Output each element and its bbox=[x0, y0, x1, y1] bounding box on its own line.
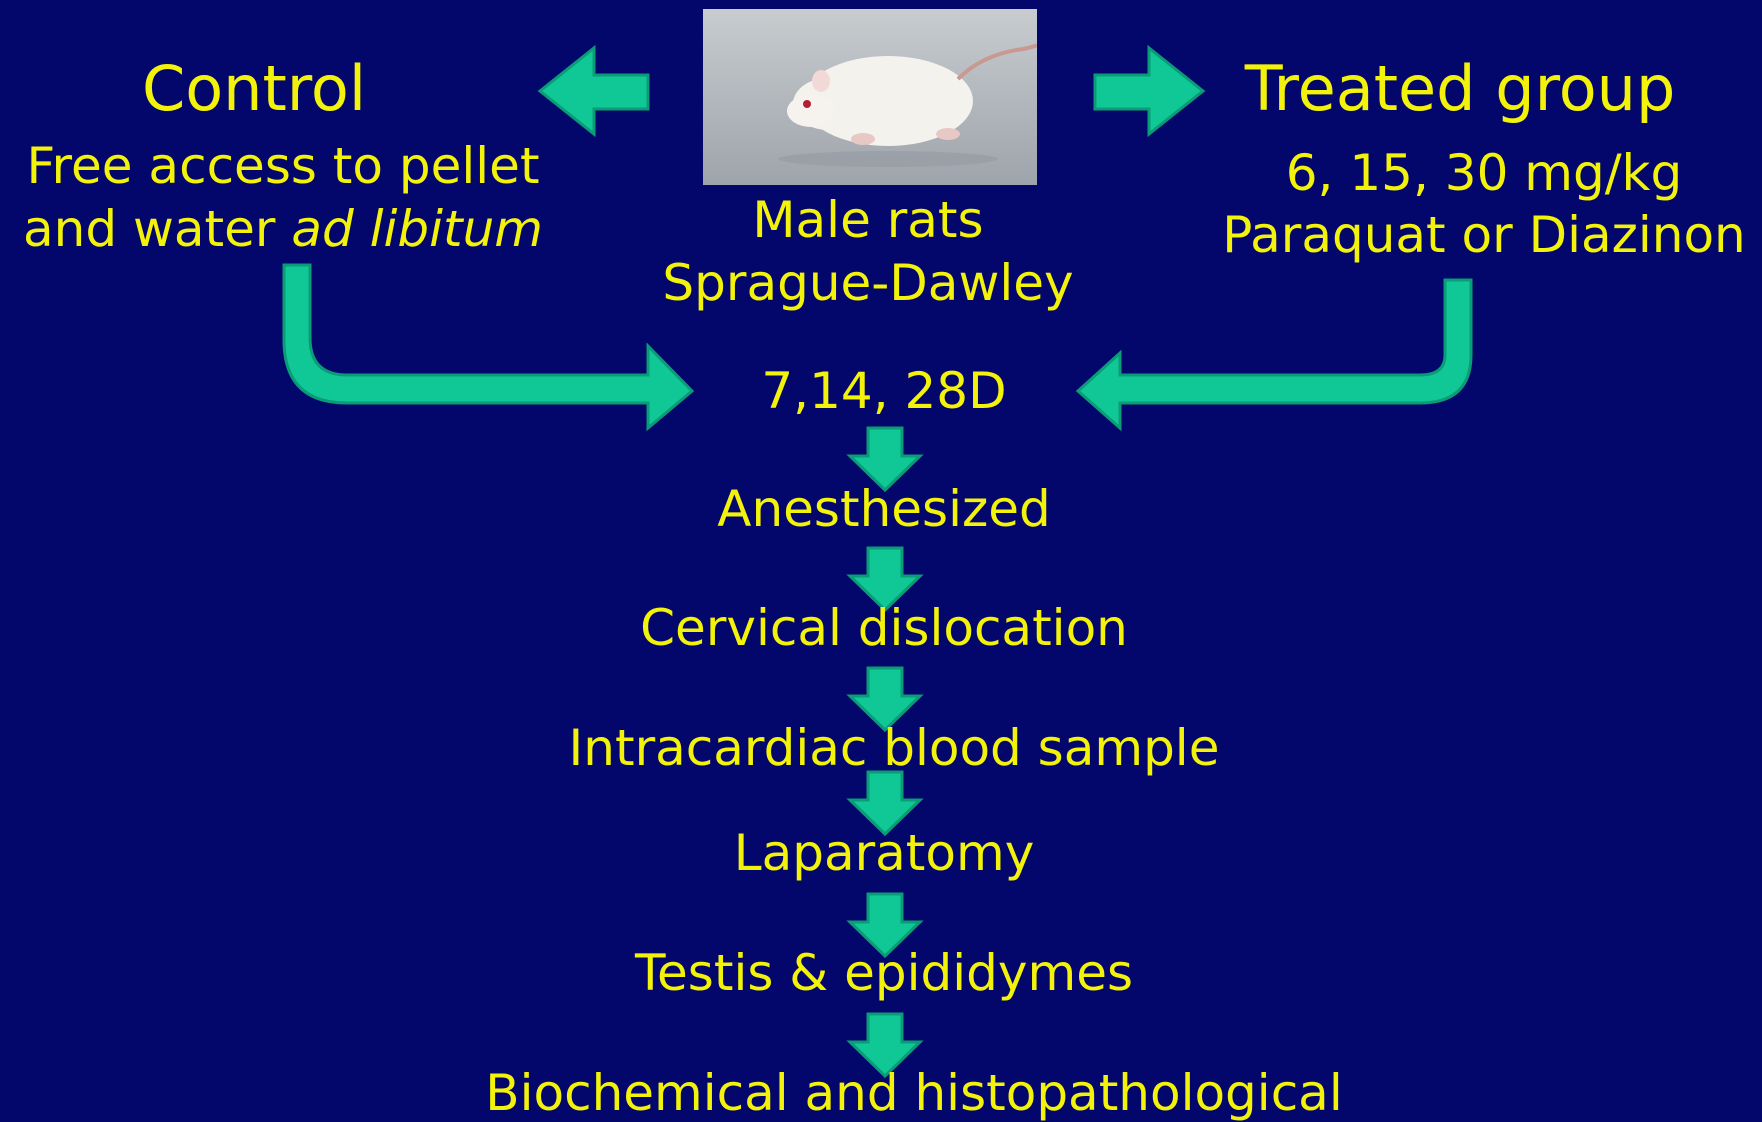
timepoints: 7,14, 28D bbox=[761, 366, 1006, 416]
control-line2-italic: ad libitum bbox=[291, 200, 543, 258]
arrow-treated-to-timepoints bbox=[1078, 280, 1471, 428]
subject-line2: Sprague-Dawley bbox=[662, 258, 1073, 308]
arrow-control-to-timepoints bbox=[284, 265, 692, 428]
arrow-to-control bbox=[540, 48, 648, 134]
step-testis-epididymes: Testis & epididymes bbox=[635, 948, 1133, 998]
step-intracardiac-blood-sample: Intracardiac blood sample bbox=[569, 723, 1220, 773]
treated-title: Treated group bbox=[1245, 58, 1676, 120]
arrow-to-treated bbox=[1095, 48, 1203, 134]
control-line2-prefix: and water bbox=[23, 200, 291, 258]
rat-photo bbox=[703, 9, 1037, 185]
subject-line1: Male rats bbox=[752, 195, 983, 245]
step-biochemical-histopathological: Biochemical and histopathological bbox=[485, 1068, 1342, 1118]
step-anesthesized: Anesthesized bbox=[717, 484, 1050, 534]
control-line2: and water ad libitum bbox=[23, 204, 543, 254]
step-laparatomy: Laparatomy bbox=[734, 828, 1035, 878]
step-cervical-dislocation: Cervical dislocation bbox=[640, 603, 1128, 653]
rat-icon bbox=[703, 9, 1037, 185]
treated-line2: Paraquat or Diazinon bbox=[1222, 210, 1746, 260]
control-line1: Free access to pellet bbox=[26, 141, 539, 191]
control-title: Control bbox=[142, 58, 366, 120]
treated-line1: 6, 15, 30 mg/kg bbox=[1286, 148, 1683, 198]
